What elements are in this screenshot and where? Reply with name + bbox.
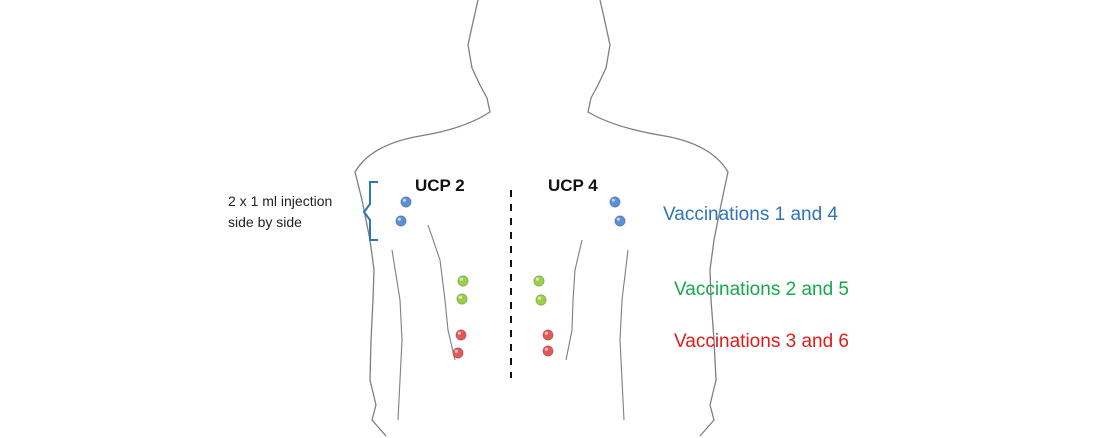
inner-line-right (565, 239, 583, 361)
injection-dot-highlight (611, 198, 616, 202)
body-outline (354, 0, 729, 437)
injection-dot-highlight (459, 277, 463, 281)
injection-dot-green (533, 275, 545, 287)
injection-dot-green (456, 293, 468, 305)
injection-sites (395, 196, 626, 359)
legend-green: Vaccinations 2 and 5 (674, 279, 849, 300)
legend-red: Vaccinations 3 and 6 (674, 331, 849, 352)
legend-blue: Vaccinations 1 and 4 (663, 204, 838, 225)
injection-dot-green (457, 275, 469, 287)
ucp4-label: UCP 4 (548, 176, 598, 195)
injection-dot-highlight (535, 277, 540, 281)
injection-dot-highlight (544, 331, 549, 335)
injection-dot-green (535, 294, 547, 306)
injection-dot-red (452, 347, 464, 359)
inner-line-left-lower (391, 249, 403, 421)
injection-dot-red (542, 329, 554, 341)
inner-line-left (427, 224, 456, 361)
injection-dot-highlight (458, 295, 462, 299)
injection-bracket (362, 181, 378, 241)
inner-line-right-lower (619, 249, 629, 421)
injection-note-line2: side by side (228, 214, 302, 230)
injection-dot-blue (400, 196, 412, 208)
injection-dot-highlight (454, 349, 458, 353)
injection-dot-red (542, 345, 554, 357)
injection-dot-red (455, 329, 467, 341)
injection-dot-highlight (616, 217, 621, 221)
injection-dot-highlight (397, 217, 401, 221)
injection-dot-blue (395, 215, 407, 227)
injection-dot-blue (614, 215, 626, 227)
injection-dot-highlight (457, 331, 461, 335)
injection-dot-highlight (537, 296, 542, 300)
injection-dot-highlight (544, 347, 549, 351)
ucp2-label: UCP 2 (415, 176, 465, 195)
injection-note-line1: 2 x 1 ml injection (228, 193, 333, 209)
injection-dot-blue (609, 196, 621, 208)
injection-dot-highlight (402, 198, 406, 202)
